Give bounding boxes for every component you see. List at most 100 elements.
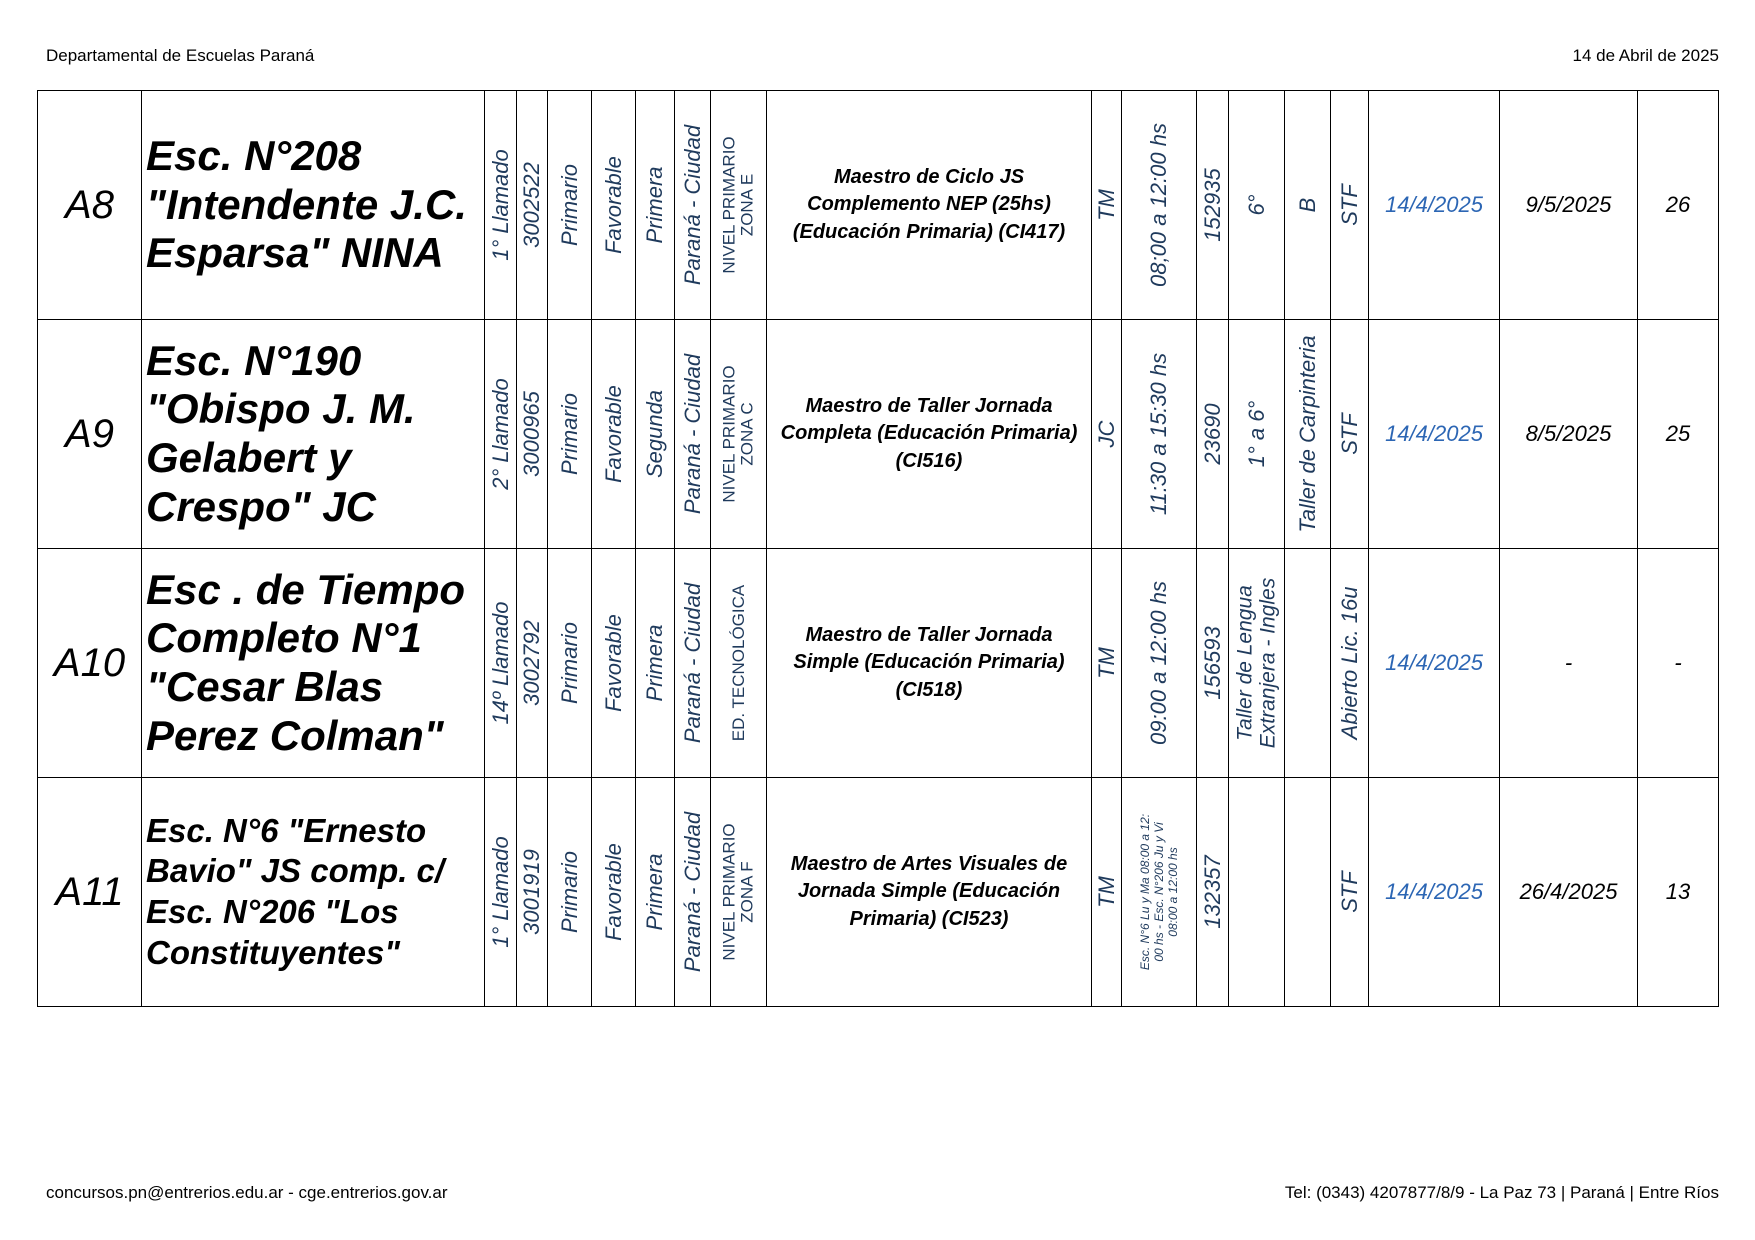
days-count: 13	[1637, 777, 1719, 1007]
shift-cell: TM	[1091, 548, 1122, 778]
category: Primera	[642, 853, 668, 931]
locality: Paraná - Ciudad	[679, 582, 705, 744]
call-number: 1° Llamado	[487, 836, 513, 948]
date-from: 14/4/2025	[1368, 777, 1500, 1007]
status: STF	[1336, 184, 1362, 226]
date-from: 14/4/2025	[1368, 548, 1500, 778]
vacancy-code: A11	[37, 777, 142, 1007]
id-number: 3000965	[519, 391, 545, 477]
locality: Paraná - Ciudad	[679, 124, 705, 286]
category-cell: Segunda	[635, 319, 675, 549]
opinion-cell: Favorable	[591, 90, 636, 320]
vacancies-table: A8 Esc. N°208 "Intendente J.C. Esparsa" …	[37, 90, 1719, 1007]
position-title: Maestro de Taller Jornada Completa (Educ…	[766, 319, 1092, 549]
cupof-number: 23690	[1199, 403, 1225, 465]
footer-contact-phone: Tel: (0343) 4207877/8/9 - La Paz 73 | Pa…	[1284, 1183, 1719, 1202]
date-from: 14/4/2025	[1368, 90, 1500, 320]
opinion-cell: Favorable	[591, 548, 636, 778]
opinion: Favorable	[600, 156, 626, 254]
shift-cell: JC	[1091, 319, 1122, 549]
opinion-cell: Favorable	[591, 319, 636, 549]
section-cell: Taller de Carpinteria	[1284, 319, 1331, 549]
date-to: 26/4/2025	[1499, 777, 1638, 1007]
status: STF	[1336, 871, 1362, 913]
status: STF	[1336, 413, 1362, 455]
school-name: Esc. N°190 "Obispo J. M. Gelabert y Cres…	[141, 319, 485, 549]
schedule: 08;00 a 12:00 hs	[1146, 123, 1172, 287]
schedule-cell: 08;00 a 12:00 hs	[1121, 90, 1197, 320]
id-number: 3002792	[519, 620, 545, 706]
table-row: A8 Esc. N°208 "Intendente J.C. Esparsa" …	[37, 90, 1719, 320]
section: B	[1294, 197, 1320, 213]
locality: Paraná - Ciudad	[679, 811, 705, 973]
status-cell: Abierto Lic. 16u	[1330, 548, 1369, 778]
cupof-cell: 23690	[1196, 319, 1229, 549]
table-row: A9 Esc. N°190 "Obispo J. M. Gelabert y C…	[37, 319, 1719, 549]
grade-cell: 1° a 6°	[1228, 319, 1285, 549]
footer-contact-email: concursos.pn@entrerios.edu.ar - cge.entr…	[46, 1183, 448, 1202]
level: Primario	[556, 851, 582, 933]
position-title: Maestro de Ciclo JS Complemento NEP (25h…	[766, 90, 1092, 320]
cupof-number: 152935	[1199, 168, 1225, 242]
section-cell	[1284, 777, 1331, 1007]
category: Segunda	[642, 389, 668, 479]
cupof-cell: 156593	[1196, 548, 1229, 778]
date-to: 8/5/2025	[1499, 319, 1638, 549]
call-number-cell: 2° Llamado	[484, 319, 517, 549]
opinion: Favorable	[600, 385, 626, 483]
school-name: Esc . de Tiempo Completo N°1 "Cesar Blas…	[141, 548, 485, 778]
status-cell: STF	[1330, 319, 1369, 549]
schedule: Esc. N°6 Lu y Ma 08:00 a 12:00 hs - Esc.…	[1137, 813, 1181, 971]
category: Primera	[642, 624, 668, 702]
category-cell: Primera	[635, 777, 675, 1007]
locality-cell: Paraná - Ciudad	[674, 548, 711, 778]
table-row: A11 Esc. N°6 "Ernesto Bavio" JS comp. c/…	[37, 777, 1719, 1007]
category-cell: Primera	[635, 548, 675, 778]
cupof-number: 132357	[1199, 855, 1225, 929]
level-cell: Primario	[547, 548, 592, 778]
locality: Paraná - Ciudad	[679, 353, 705, 515]
call-number: 14º Llamado	[487, 601, 513, 725]
schedule: 11:30 a 15:30 hs	[1146, 352, 1172, 516]
date-from: 14/4/2025	[1368, 319, 1500, 549]
locality-cell: Paraná - Ciudad	[674, 90, 711, 320]
status-cell: STF	[1330, 90, 1369, 320]
status-cell: STF	[1330, 777, 1369, 1007]
call-number: 1° Llamado	[487, 149, 513, 261]
opinion-cell: Favorable	[591, 777, 636, 1007]
school-name: Esc. N°6 "Ernesto Bavio" JS comp. c/ Esc…	[141, 777, 485, 1007]
call-number-cell: 1° Llamado	[484, 777, 517, 1007]
category: Primera	[642, 166, 668, 244]
call-number-cell: 1° Llamado	[484, 90, 517, 320]
level-cell: Primario	[547, 777, 592, 1007]
days-count: 26	[1637, 90, 1719, 320]
opinion: Favorable	[600, 614, 626, 712]
days-count: 25	[1637, 319, 1719, 549]
cupof-number: 156593	[1199, 626, 1225, 700]
schedule-cell: Esc. N°6 Lu y Ma 08:00 a 12:00 hs - Esc.…	[1121, 777, 1197, 1007]
status: Abierto Lic. 16u	[1336, 586, 1362, 740]
id-number-cell: 3002522	[516, 90, 548, 320]
shift: TM	[1093, 189, 1119, 221]
call-number-cell: 14º Llamado	[484, 548, 517, 778]
cupof-cell: 152935	[1196, 90, 1229, 320]
date-to: -	[1499, 548, 1638, 778]
section-cell	[1284, 548, 1331, 778]
shift: JC	[1093, 420, 1119, 448]
level-cell: Primario	[547, 319, 592, 549]
section: Taller de Carpinteria	[1294, 335, 1320, 533]
zone-cell: ED. TECNOLÓGICA	[710, 548, 767, 778]
opinion: Favorable	[600, 843, 626, 941]
grade: 1° a 6°	[1243, 400, 1269, 468]
grade: 6°	[1243, 194, 1269, 216]
section-cell: B	[1284, 90, 1331, 320]
grade-cell	[1228, 777, 1285, 1007]
locality-cell: Paraná - Ciudad	[674, 319, 711, 549]
zone: ED. TECNOLÓGICA	[728, 584, 748, 742]
